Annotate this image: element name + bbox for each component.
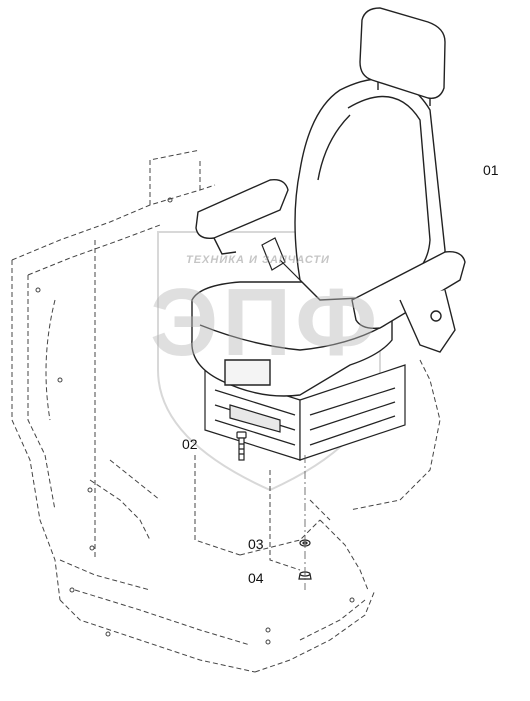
callout-02[interactable]: 02 bbox=[182, 436, 198, 452]
armrest-right bbox=[351, 251, 466, 353]
cab-frame bbox=[11, 149, 441, 673]
frame-bolts bbox=[35, 197, 355, 645]
seat-backrest bbox=[294, 78, 446, 301]
seat-belt bbox=[261, 237, 301, 281]
callout-04[interactable]: 04 bbox=[248, 570, 264, 586]
watermark-logo: ЭПФ bbox=[150, 269, 382, 376]
callout-03[interactable]: 03 bbox=[248, 536, 264, 552]
bolt-02 bbox=[236, 431, 247, 461]
seat-cushion bbox=[191, 281, 393, 397]
seat-headrest bbox=[359, 7, 446, 106]
armrest-left bbox=[195, 179, 289, 255]
callout-01[interactable]: 01 bbox=[483, 162, 499, 178]
watermark-caption: ТЕХНИКА И ЗАПЧАСТИ bbox=[186, 254, 330, 266]
